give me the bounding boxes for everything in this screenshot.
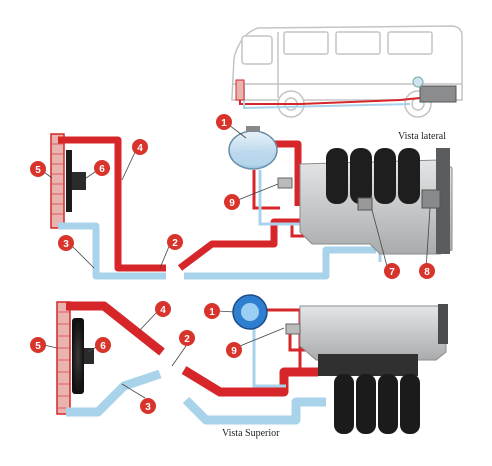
radiator-side	[50, 133, 65, 229]
cold-coolant-lines-top	[66, 369, 326, 425]
callout-3-side: 3	[58, 235, 74, 251]
engine-top	[285, 304, 448, 434]
callout-9-side: 9	[224, 194, 240, 210]
callout-1-side: 1	[216, 114, 232, 130]
callout-8: 8	[419, 263, 435, 279]
svg-text:5: 5	[35, 341, 41, 352]
svg-text:1: 1	[209, 307, 215, 318]
callout-4-side: 4	[132, 139, 148, 155]
callout-4-top: 4	[155, 301, 171, 317]
callout-5-side: 5	[30, 161, 46, 177]
svg-text:9: 9	[229, 198, 235, 209]
expansion-tank-side	[228, 126, 278, 170]
svg-text:6: 6	[100, 341, 106, 352]
svg-text:2: 2	[172, 238, 178, 249]
svg-text:8: 8	[424, 267, 430, 278]
leader-lines-side	[43, 124, 431, 271]
callout-1-top: 1	[204, 303, 220, 319]
callout-2-side: 2	[167, 234, 183, 250]
engine-side	[277, 148, 453, 255]
svg-text:3: 3	[145, 402, 151, 413]
svg-text:3: 3	[63, 239, 69, 250]
svg-text:6: 6	[99, 164, 105, 175]
svg-text:9: 9	[231, 346, 237, 357]
svg-text:1: 1	[221, 118, 227, 129]
hot-coolant-lines-top	[66, 301, 318, 397]
cold-coolant-lines-side	[58, 222, 376, 280]
leader-lines-top	[43, 310, 285, 399]
van-cooling-lines	[235, 76, 457, 110]
svg-text:4: 4	[137, 143, 143, 154]
fan-side	[66, 150, 86, 212]
callout-5-top: 5	[30, 337, 46, 353]
callout-3-top: 3	[140, 398, 156, 414]
van-illustration	[231, 25, 463, 118]
svg-text:5: 5	[35, 165, 41, 176]
fan-top	[72, 318, 94, 394]
callout-6-top: 6	[95, 337, 111, 353]
svg-text:7: 7	[389, 267, 395, 278]
radiator-top	[56, 301, 71, 415]
expansion-tank-top	[232, 294, 268, 330]
top-view-label: Vista Superior	[222, 428, 280, 439]
svg-text:4: 4	[160, 305, 166, 316]
callout-9-top: 9	[226, 342, 242, 358]
callout-7: 7	[384, 263, 400, 279]
callout-6-side: 6	[94, 160, 110, 176]
callout-2-top: 2	[179, 330, 195, 346]
side-view-label: Vista lateral	[398, 131, 446, 142]
svg-text:2: 2	[184, 334, 190, 345]
